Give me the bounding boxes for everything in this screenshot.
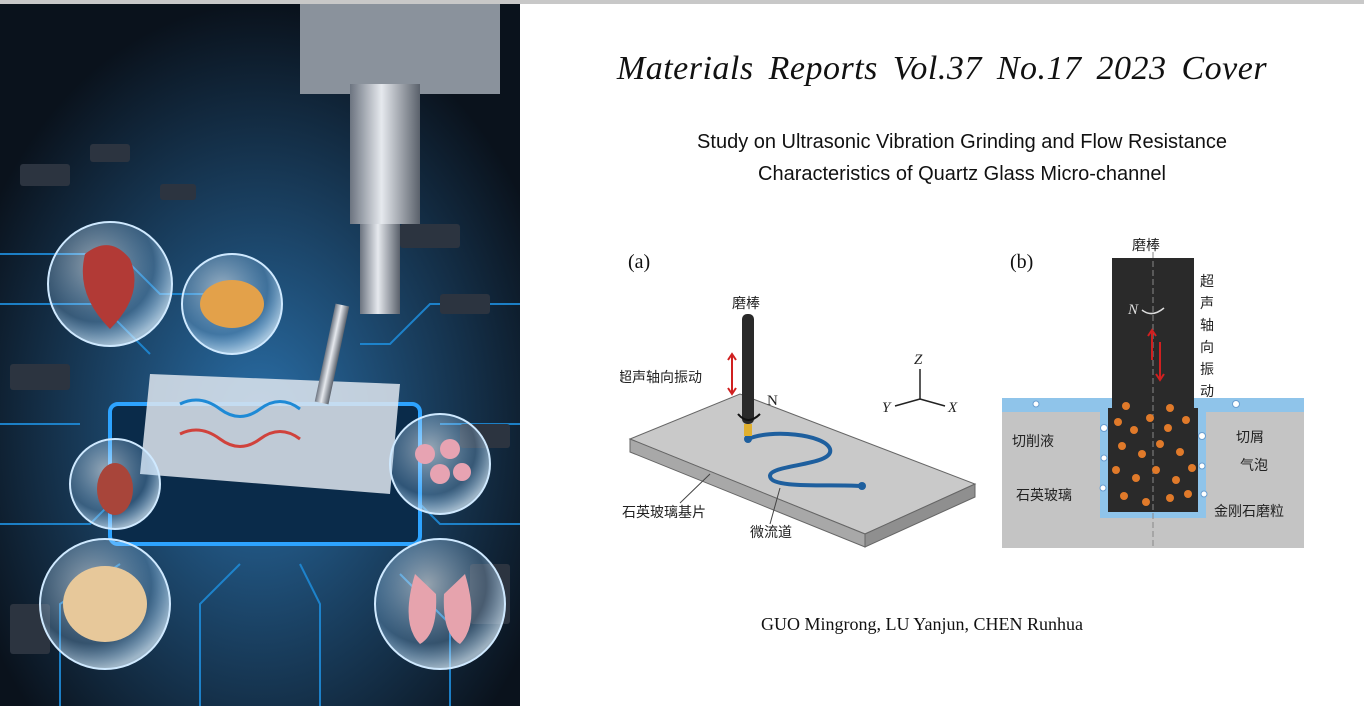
spindle-housing xyxy=(300,4,500,94)
substrate-leader xyxy=(679,473,711,504)
axes-triad xyxy=(894,369,946,407)
vibration-char-1: 超 xyxy=(1200,274,1214,290)
grinding-tool xyxy=(314,303,350,405)
vibration-char-5: 振 xyxy=(1200,362,1214,378)
grinding-rod xyxy=(742,314,754,424)
heart-icon xyxy=(82,245,135,329)
vibration-char-2: 声 xyxy=(1200,296,1214,312)
spindle-shaft xyxy=(350,84,420,224)
authors: GUO Mingrong, LU Yanjun, CHEN Runhua xyxy=(760,614,1083,634)
vibration-arrow-up xyxy=(1147,328,1157,360)
journal-title: Materials Reports Vol.37 No.17 2023 Cove… xyxy=(616,50,1268,87)
figure-b-chips-label: 切屑 xyxy=(1236,430,1264,446)
rotation-arrow xyxy=(737,413,761,421)
bubbles xyxy=(1032,400,1240,498)
cover-info-panel: Materials Reports Vol.37 No.17 2023 Cove… xyxy=(520,4,1364,706)
figure-b-bubbles-label: 气泡 xyxy=(1240,458,1268,474)
cells-icon xyxy=(415,439,471,484)
brain-icon xyxy=(200,280,264,328)
article-title-line-1: Study on Ultrasonic Vibration Grinding a… xyxy=(697,131,1227,153)
figure-a-grinding-rod-label: 磨棒 xyxy=(732,296,760,312)
figure-b: (b) 磨棒 N 超 声 轴 向 振 动 xyxy=(1002,238,1304,548)
vibration-arrow xyxy=(727,352,737,396)
figure-b-vibration-label: 超 声 轴 向 振 动 xyxy=(1200,274,1214,400)
figure-a-vibration-label: 超声轴向振动 xyxy=(620,370,702,386)
axis-x-label: X xyxy=(947,400,958,416)
cover-artwork xyxy=(0,4,520,706)
vibration-char-6: 动 xyxy=(1200,384,1214,400)
vibration-arrow-down xyxy=(1155,342,1165,382)
figure-b-label: (b) xyxy=(1010,251,1033,273)
grinding-tip xyxy=(744,424,752,436)
figure-b-grinding-rod-label: 磨棒 xyxy=(1132,238,1160,254)
figure-a-substrate-label: 石英玻璃基片 xyxy=(622,504,706,521)
article-title: Study on Ultrasonic Vibration Grinding a… xyxy=(520,126,1364,190)
vibration-char-3: 轴 xyxy=(1200,318,1214,334)
diamond-abrasive-grains xyxy=(1112,402,1196,506)
spindle-collet xyxy=(360,224,400,314)
article-title-line-2: Characteristics of Quartz Glass Micro-ch… xyxy=(758,163,1166,185)
microchannel-leader xyxy=(769,487,781,525)
cover-artwork-svg xyxy=(0,4,520,706)
figure-a-rotation-label: N xyxy=(767,393,778,409)
quartz-substrate-side xyxy=(864,483,976,548)
lungs-icon xyxy=(408,574,472,644)
channel-inlet xyxy=(744,435,752,443)
figure-a: (a) 磨棒 超声轴向振动 N 石英玻璃基片 微流道 Z Y X xyxy=(620,251,977,548)
rotation-arrow-b xyxy=(1141,307,1165,315)
top-strip xyxy=(0,0,1364,4)
microchannel-bottom xyxy=(179,428,301,448)
lungs-bubble xyxy=(374,538,506,670)
microchannel-top xyxy=(179,398,301,418)
intestine-icon xyxy=(63,566,147,642)
axis-y-label: Y xyxy=(882,400,892,416)
figure-b-diamond-abrasive-label: 金刚石磨粒 xyxy=(1214,504,1284,520)
microchannel-path xyxy=(747,431,861,488)
figure-a-microchannel-label: 微流道 xyxy=(750,525,792,541)
figure-a-label: (a) xyxy=(628,251,650,273)
vibration-char-4: 向 xyxy=(1200,340,1214,356)
channel-outlet xyxy=(858,482,866,490)
figure-b-cutting-fluid-label: 切削液 xyxy=(1012,434,1054,450)
figure-b-rotation-label: N xyxy=(1127,302,1139,318)
axis-z-label: Z xyxy=(914,352,923,368)
figure-b-quartz-glass-label: 石英玻璃 xyxy=(1016,487,1072,504)
kidney-icon xyxy=(97,463,133,515)
